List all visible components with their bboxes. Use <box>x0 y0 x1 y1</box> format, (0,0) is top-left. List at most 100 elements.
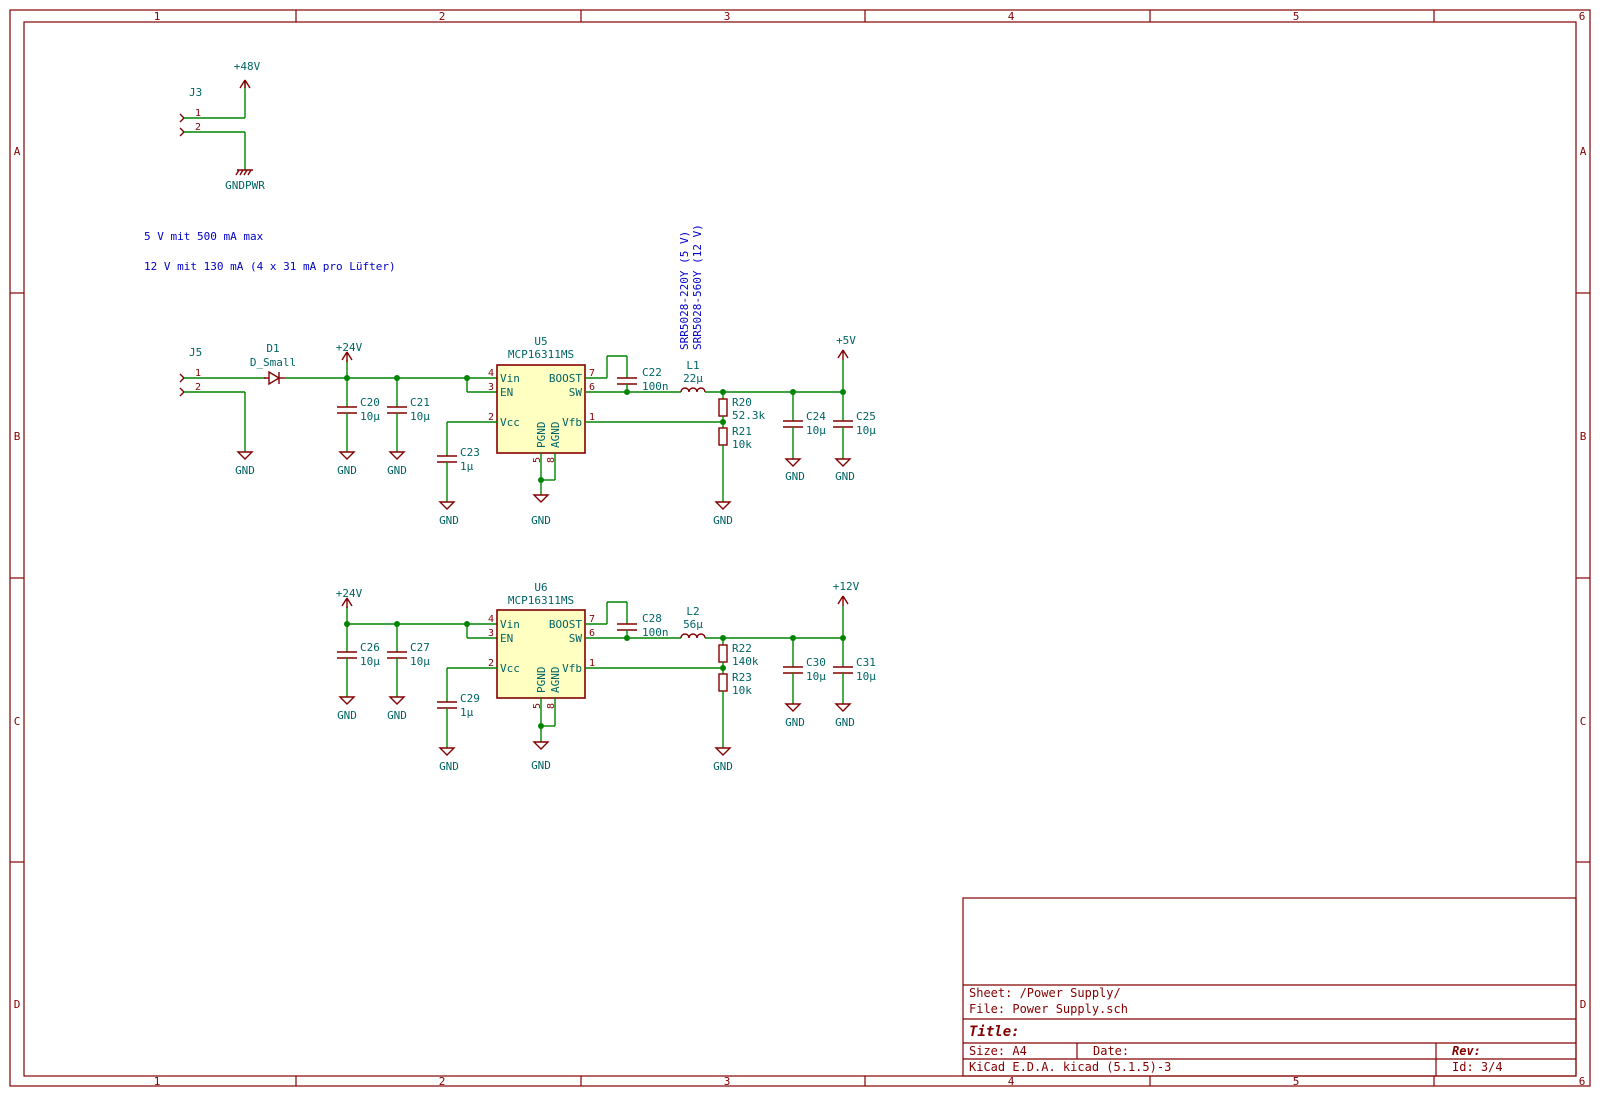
c22-ref: C22 <box>642 366 662 379</box>
gnd-c20: GND <box>337 464 357 477</box>
j3-section: J3 1 2 +48V GNDPWR <box>179 60 265 192</box>
u5-pinnum-6: 6 <box>589 382 595 393</box>
r23-ref: R23 <box>732 671 752 684</box>
frame-col-1-bottom: 1 <box>154 1075 161 1088</box>
c29-value: 1µ <box>460 706 474 719</box>
u6-pin-vin: Vin <box>500 618 520 631</box>
gnd-c29: GND <box>439 760 459 773</box>
r21-ref: R21 <box>732 425 752 438</box>
p24-label-top: +24V <box>336 341 363 354</box>
c22-value: 100n <box>642 380 669 393</box>
u5-pin-vcc: Vcc <box>500 416 520 429</box>
u6-pin-en: EN <box>500 632 513 645</box>
u5-ref: U5 <box>534 335 547 348</box>
u6-pin-vcc: Vcc <box>500 662 520 675</box>
u5-pinnum-5: 5 <box>532 457 543 463</box>
tb-date: Date: <box>1093 1044 1129 1058</box>
gnd-c31: GND <box>835 716 855 729</box>
u5-value: MCP16311MS <box>508 348 574 361</box>
d1-value: D_Small <box>250 356 296 369</box>
frame-row-d-left: D <box>14 998 21 1011</box>
tb-title: Title: <box>969 1024 1020 1040</box>
frame-col-5-bottom: 5 <box>1293 1075 1300 1088</box>
note-12v: 12 V mit 130 mA (4 x 31 mA pro Lüfter) <box>144 260 396 273</box>
c24-ref: C24 <box>806 410 826 423</box>
u5-ic <box>496 364 586 454</box>
j5-pin2: 2 <box>195 382 201 393</box>
r20-value: 52.3k <box>732 409 765 422</box>
r22-value: 140k <box>732 655 759 668</box>
frame-col-2-bottom: 2 <box>439 1075 446 1088</box>
u5-pin-agnd: AGND <box>549 422 562 449</box>
frame-col-2-top: 2 <box>439 10 446 23</box>
c27-value: 10µ <box>410 655 430 668</box>
j5-pin1: 1 <box>195 368 201 379</box>
gnd-c25: GND <box>835 470 855 483</box>
c23-ref: C23 <box>460 446 480 459</box>
c20-ref: C20 <box>360 396 380 409</box>
j3-pin2: 2 <box>195 122 201 133</box>
note-5v: 5 V mit 500 mA max <box>144 230 264 243</box>
u6-pin-boost: BOOST <box>549 618 582 631</box>
p24-label-bottom: +24V <box>336 587 363 600</box>
u5-pinnum-1: 1 <box>589 412 595 423</box>
c28-ref: C28 <box>642 612 662 625</box>
tb-size: Size: A4 <box>969 1044 1027 1058</box>
c25-value: 10µ <box>856 424 876 437</box>
gnd-u5: GND <box>531 514 551 527</box>
j3-ref: J3 <box>189 86 202 99</box>
c28-value: 100n <box>642 626 669 639</box>
u6-pinnum-4: 4 <box>488 614 494 625</box>
c30-value: 10µ <box>806 670 826 683</box>
u6-pin-pgnd: PGND <box>535 667 548 694</box>
u5-pin-vfb: Vfb <box>562 416 582 429</box>
gnd-c27: GND <box>387 709 407 722</box>
c29-ref: C29 <box>460 692 480 705</box>
tb-rev: Rev: <box>1452 1044 1481 1058</box>
u6-ref: U6 <box>534 581 547 594</box>
c23-value: 1µ <box>460 460 474 473</box>
c20-value: 10µ <box>360 410 380 423</box>
frame-col-4-top: 4 <box>1008 10 1015 23</box>
frame-row-a-right: A <box>1580 145 1587 158</box>
j3-pin1: 1 <box>195 108 201 119</box>
l1-ref: L1 <box>686 359 699 372</box>
l2-value: 56µ <box>683 618 703 631</box>
frame-col-4-bottom: 4 <box>1008 1075 1015 1088</box>
frame-row-b-left: B <box>14 430 21 443</box>
r23-value: 10k <box>732 684 752 697</box>
u5-pinnum-4: 4 <box>488 368 494 379</box>
u6-pinnum-3: 3 <box>488 628 494 639</box>
u5-pin-vin: Vin <box>500 372 520 385</box>
frame-col-3-bottom: 3 <box>724 1075 731 1088</box>
tb-sheet: Sheet: /Power Supply/ <box>969 986 1121 1000</box>
u6-pin-vfb: Vfb <box>562 662 582 675</box>
d1-ref: D1 <box>266 342 279 355</box>
u5-pinnum-7: 7 <box>589 368 595 379</box>
gnd-u6: GND <box>531 759 551 772</box>
gnd-c24: GND <box>785 470 805 483</box>
c25-ref: C25 <box>856 410 876 423</box>
c31-value: 10µ <box>856 670 876 683</box>
c24-value: 10µ <box>806 424 826 437</box>
gnd-c21: GND <box>387 464 407 477</box>
c30-ref: C30 <box>806 656 826 669</box>
gnd-c30: GND <box>785 716 805 729</box>
r22-ref: R22 <box>732 642 752 655</box>
u6-pin-sw: SW <box>569 632 583 645</box>
u6-pinnum-1: 1 <box>589 658 595 669</box>
u6-pinnum-8: 8 <box>546 703 557 709</box>
frame-row-d-right: D <box>1580 998 1587 1011</box>
c21-value: 10µ <box>410 410 430 423</box>
u6-pinnum-6: 6 <box>589 628 595 639</box>
u5-pinnum-2: 2 <box>488 412 494 423</box>
frame-col-5-top: 5 <box>1293 10 1300 23</box>
u5-pin-pgnd: PGND <box>535 422 548 449</box>
gnd-j5: GND <box>235 464 255 477</box>
p12-label: +12V <box>833 580 860 593</box>
u5-pin-sw: SW <box>569 386 583 399</box>
u6-pinnum-7: 7 <box>589 614 595 625</box>
frame-col-6-top: 6 <box>1579 10 1586 23</box>
u6-section: +24V GND C26 10µ GND C27 10µ U6 MCP16311… <box>336 580 876 773</box>
